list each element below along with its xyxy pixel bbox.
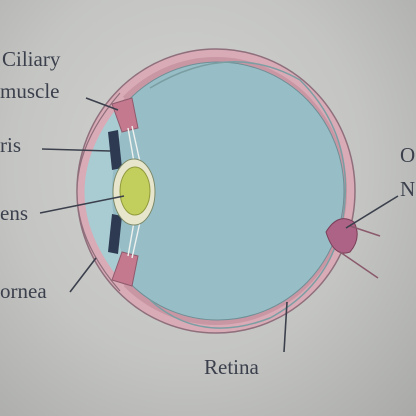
optic-nerve-fibre-top — [349, 225, 381, 237]
cornea — [77, 93, 125, 291]
suspensory-ligament-bottom — [127, 221, 141, 259]
label-ciliary-line1: Ciliary — [2, 47, 61, 71]
label-ciliary-line2: muscle — [0, 79, 59, 103]
optic-nerve-fibre-bottom — [339, 251, 379, 279]
label-iris: ris — [0, 133, 21, 157]
label-retina: Retina — [204, 355, 259, 379]
lens-core — [119, 166, 151, 216]
optic-nerve-leader — [345, 195, 399, 229]
retina-leader — [283, 301, 288, 353]
label-cornea: ornea — [0, 279, 47, 303]
label-lens: ens — [0, 201, 28, 225]
ciliary-muscle-bottom — [111, 251, 139, 287]
optic-nerve-head — [325, 218, 358, 254]
label-optic-line1: O — [400, 143, 415, 167]
ciliary-muscle-top — [111, 97, 139, 133]
iris-leader — [41, 148, 111, 152]
ciliary-muscle-leader — [85, 97, 119, 111]
lens-leader — [39, 195, 125, 214]
iris-bottom — [108, 214, 122, 254]
suspensory-ligament-top — [127, 125, 141, 163]
cornea-outline — [76, 92, 121, 292]
label-optic-line2: N — [400, 177, 415, 201]
iris-top — [108, 130, 122, 170]
retina-layer — [149, 61, 347, 329]
cornea-leader — [69, 257, 97, 293]
